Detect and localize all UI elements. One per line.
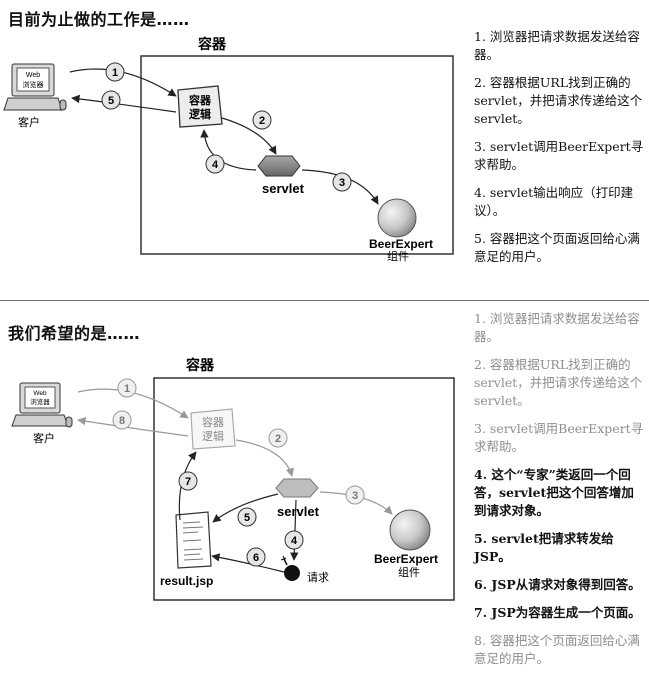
bottom-step-3: 3. servlet调用BeerExpert寻求帮助。 <box>474 421 644 454</box>
top-client-screen-line1: Web <box>26 72 40 79</box>
top-client-screen-line2: 浏览器 <box>23 80 44 89</box>
bottom-step-7: 7. JSP为容器生成一个页面。 <box>474 605 641 620</box>
section-divider <box>0 300 649 301</box>
bottom-arrow-5 <box>212 493 279 523</box>
top-badge-4: 4 <box>205 154 225 174</box>
top-beerexpert-ball-icon <box>377 198 417 238</box>
bottom-beerexpert-sub: 组件 <box>398 565 420 579</box>
svg-text:1: 1 <box>124 383 130 395</box>
bottom-client-label: 客户 <box>33 431 55 445</box>
svg-text:5: 5 <box>244 512 250 524</box>
svg-text:8: 8 <box>119 415 125 427</box>
top-steps-list: 1. 浏览器把请求数据发送给容器。 2. 容器根据URL找到正确的servlet… <box>474 28 646 276</box>
top-step-1: 1. 浏览器把请求数据发送给容器。 <box>474 29 640 62</box>
bottom-jsp-label: result.jsp <box>160 574 213 588</box>
bottom-badge-6: 6 <box>246 547 266 567</box>
top-logic-line1: 容器 <box>188 93 212 107</box>
bottom-step-6: 6. JSP从请求对象得到回答。 <box>474 577 641 592</box>
bottom-heading: 我们希望的是…… <box>8 324 141 343</box>
top-servlet-label: servlet <box>262 181 305 196</box>
top-arrow-2 <box>221 117 277 155</box>
bottom-arrow-8 <box>77 416 189 437</box>
bottom-container-box <box>153 377 455 601</box>
top-logic-line2: 逻辑 <box>189 107 211 121</box>
bottom-request-bomb-icon <box>280 555 300 581</box>
bottom-step-1: 1. 浏览器把请求数据发送给容器。 <box>474 311 640 344</box>
bottom-beerexpert-ball-icon <box>389 509 431 551</box>
bottom-badge-4: 4 <box>284 530 304 550</box>
bottom-badge-3: 3 <box>345 485 365 505</box>
svg-text:2: 2 <box>259 115 265 127</box>
bottom-step-8: 8. 容器把这个页面返回给心满意足的用户。 <box>474 633 640 666</box>
top-badge-2: 2 <box>252 110 272 130</box>
svg-text:4: 4 <box>212 159 219 171</box>
top-servlet-hex-icon <box>257 155 301 177</box>
svg-text:6: 6 <box>253 552 259 564</box>
top-diagram: 容器 Web 浏览器 客户 容器 逻辑 servlet BeerExpert 组… <box>3 36 454 263</box>
top-step-4: 4. servlet输出响应（打印建议）。 <box>474 185 634 218</box>
top-beerexpert-sub: 组件 <box>387 249 409 263</box>
bottom-servlet-hex-icon <box>275 478 319 498</box>
bottom-step-5: 5. servlet把请求转发给JSP。 <box>474 531 614 564</box>
bottom-step-2: 2. 容器根据URL找到正确的servlet，并把请求传递给这个servlet。 <box>474 357 643 408</box>
svg-text:4: 4 <box>291 535 298 547</box>
bottom-badge-2: 2 <box>268 428 288 448</box>
svg-text:2: 2 <box>275 433 281 445</box>
top-client-computer-icon: Web 浏览器 <box>3 63 67 111</box>
bottom-jsp-page-icon <box>175 511 212 569</box>
top-step-3: 3. servlet调用BeerExpert寻求帮助。 <box>474 139 644 172</box>
svg-text:3: 3 <box>339 177 345 189</box>
bottom-container-label: 容器 <box>185 357 215 374</box>
top-container-logic-box: 容器 逻辑 <box>177 85 223 128</box>
top-step-5: 5. 容器把这个页面返回给心满意足的用户。 <box>474 231 640 264</box>
bottom-logic-line1: 容器 <box>202 415 224 429</box>
bottom-servlet-label: servlet <box>277 504 320 519</box>
bottom-client-screen-line2: 浏览器 <box>30 397 50 406</box>
bottom-beerexpert-label: BeerExpert <box>374 552 438 566</box>
bottom-steps-list: 1. 浏览器把请求数据发送给容器。 2. 容器根据URL找到正确的servlet… <box>474 310 646 678</box>
svg-text:5: 5 <box>108 95 114 107</box>
bottom-arrow-6 <box>211 553 285 573</box>
svg-text:3: 3 <box>352 490 358 502</box>
bottom-step-4: 4. 这个“专家”类返回一个回答，servlet把这个回答增加到请求对象。 <box>474 467 634 518</box>
top-beerexpert-label: BeerExpert <box>369 237 433 251</box>
bottom-arrow-4 <box>290 499 299 561</box>
top-badge-3: 3 <box>332 172 352 192</box>
top-badge-5: 5 <box>101 90 121 110</box>
bottom-diagram: 容器 Web 浏览器 客户 容器 逻辑 servlet BeerExpert 组… <box>11 357 455 601</box>
top-client-label: 客户 <box>18 115 40 129</box>
top-heading: 目前为止做的工作是…… <box>8 10 190 29</box>
bottom-badge-7: 7 <box>178 471 198 491</box>
bottom-badge-5: 5 <box>237 507 257 527</box>
top-arrow-5 <box>71 94 177 113</box>
bottom-request-label: 请求 <box>307 571 329 584</box>
bottom-client-computer-icon: Web 浏览器 <box>11 382 73 428</box>
svg-text:7: 7 <box>185 476 191 488</box>
bottom-badge-8: 8 <box>112 410 132 430</box>
top-container-box <box>140 55 454 255</box>
top-badge-1: 1 <box>105 62 125 82</box>
bottom-logic-line2: 逻辑 <box>202 429 224 443</box>
bottom-arrow-2 <box>235 439 294 477</box>
top-step-2: 2. 容器根据URL找到正确的servlet，并把请求传递给这个servlet。 <box>474 75 643 126</box>
bottom-container-logic-box: 容器 逻辑 <box>190 408 236 450</box>
bottom-badge-1: 1 <box>117 378 137 398</box>
bottom-client-screen-line1: Web <box>33 390 47 397</box>
top-container-label: 容器 <box>197 36 227 53</box>
bottom-arrow-3 <box>319 491 393 515</box>
svg-text:1: 1 <box>112 67 118 79</box>
